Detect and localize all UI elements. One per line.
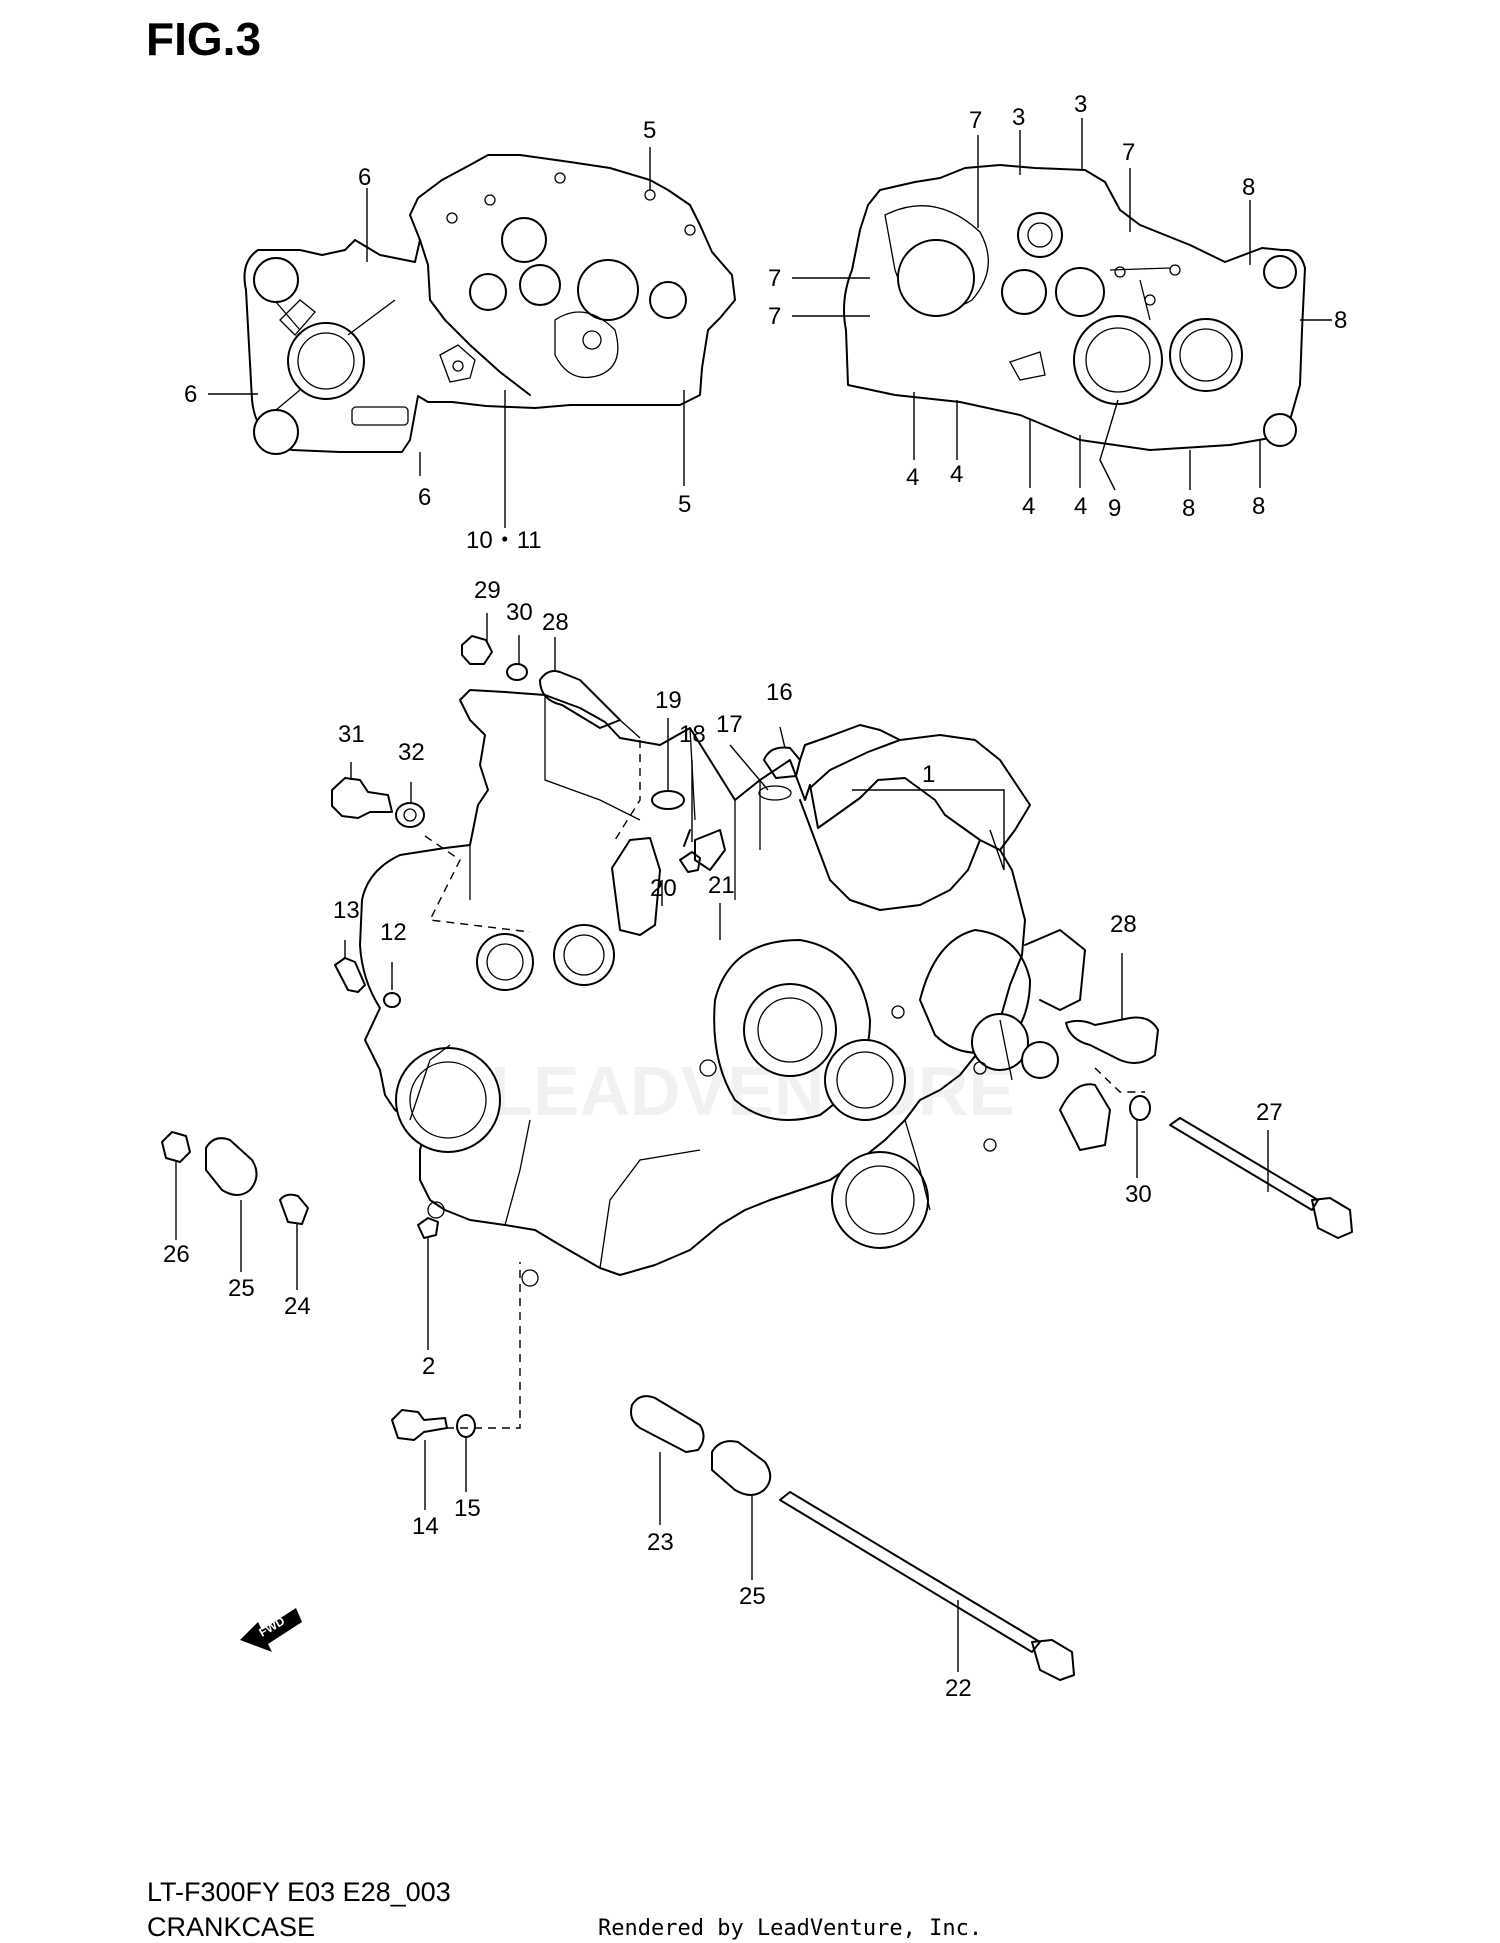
callout-4: 4 [1074,493,1087,520]
part-17-o-ring [758,785,792,801]
part-30-washer-top [506,663,528,681]
part-13-switch [334,957,366,993]
watermark-text: LEADVENTURE [490,1052,1015,1130]
part-26-plug [161,1131,191,1163]
callout-9: 9 [1108,495,1121,522]
part-19-washer [651,790,685,810]
figure-title: FIG.3 [146,13,262,65]
section-name: CRANKCASE [147,1912,316,1942]
callout-7: 7 [768,303,781,330]
callout-28: 28 [542,609,569,636]
callout-8: 8 [1242,174,1255,201]
callout-13: 13 [333,897,360,924]
leader-lines [175,118,1332,1672]
callout-27: 27 [1256,1099,1283,1126]
part-32-gasket [395,802,425,828]
part-14-bolt [391,1409,448,1441]
callout-31: 31 [338,721,365,748]
callout-4: 4 [906,464,919,491]
callout-10-11: 10・11 [466,527,542,554]
callout-14: 14 [412,1513,439,1540]
callout-16: 16 [766,679,793,706]
callout-25: 25 [228,1275,255,1302]
part-24-fitting [279,1193,309,1225]
callout-5: 5 [643,117,656,144]
callout-30: 30 [1125,1181,1152,1208]
callout-23: 23 [647,1529,674,1556]
callout-8: 8 [1252,493,1265,520]
callout-28: 28 [1110,911,1137,938]
callout-6: 6 [418,484,431,511]
part-31-plug [331,777,393,819]
callout-8: 8 [1334,307,1347,334]
part-22-bolt [779,1491,1041,1653]
part-27-bolt [1169,1117,1319,1211]
part-28-dowel-top [539,670,621,729]
callout-3: 3 [1074,91,1087,118]
callout-32: 32 [398,739,425,766]
part-28-dowel-right [1065,1016,1159,1065]
callout-7: 7 [969,107,982,134]
model-code: LT-F300FY E03 E28_003 [147,1877,451,1907]
hardware-parts [161,635,1353,1681]
callout-2: 2 [422,1353,435,1380]
crankcase-right-half [843,164,1306,451]
callout-21: 21 [708,872,735,899]
callout-18: 18 [679,721,706,748]
callout-labels: 6 6 6 5 5 10・11 7 3 3 7 8 7 7 8 4 4 4 4 … [163,91,1347,1702]
render-credit: Rendered by LeadVenture, Inc. [598,1916,983,1941]
part-29-bolt [461,635,493,665]
callout-4: 4 [1022,493,1035,520]
crankcase-assembly [359,689,1111,1287]
part-15-washer [456,1414,476,1438]
callout-6: 6 [358,164,371,191]
callout-26: 26 [163,1241,190,1268]
part-2-pin [417,1217,439,1239]
callout-19: 19 [655,687,682,714]
callout-3: 3 [1012,104,1025,131]
callout-1: 1 [922,761,935,788]
callout-15: 15 [454,1495,481,1522]
callout-7: 7 [768,265,781,292]
callout-29: 29 [474,577,501,604]
callout-25: 25 [739,1583,766,1610]
part-23-pipe [630,1395,705,1453]
callout-8: 8 [1182,495,1195,522]
callout-30: 30 [506,599,533,626]
part-30-washer-right [1129,1095,1151,1121]
part-12-washer [383,992,401,1008]
part-16-cap [763,746,801,779]
part-25-dowel-bottom [711,1440,772,1496]
fwd-arrow-icon: FWD [240,1608,302,1652]
part-25-dowel-left [205,1137,258,1196]
callout-5: 5 [678,491,691,518]
callout-22: 22 [945,1675,972,1702]
callout-12: 12 [380,919,407,946]
part-18-bolt [679,829,701,873]
callout-7: 7 [1122,139,1135,166]
callout-20: 20 [650,875,677,902]
callout-4: 4 [950,461,963,488]
callout-24: 24 [284,1293,311,1320]
crankcase-left-half [243,154,736,455]
callout-6: 6 [184,381,197,408]
callout-17: 17 [716,711,743,738]
